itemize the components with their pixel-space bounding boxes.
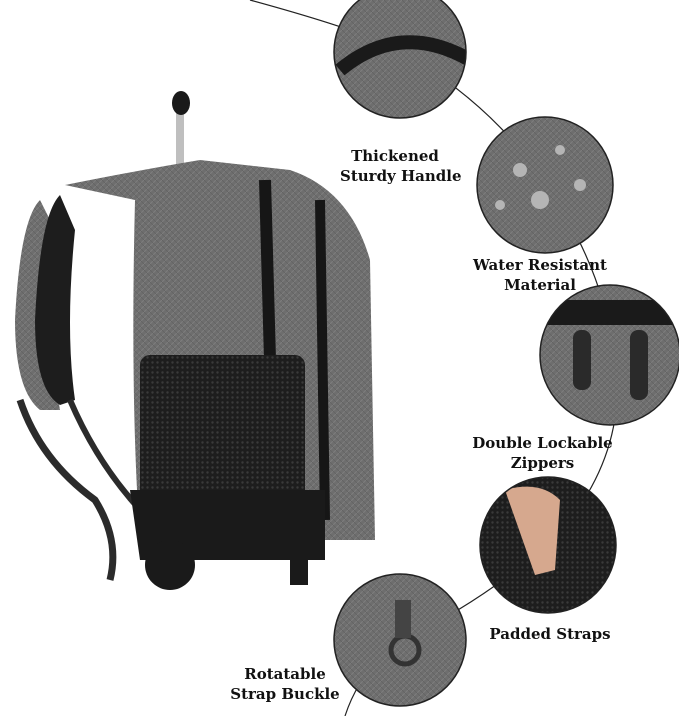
feature-label-zippers: Double Lockable Zippers xyxy=(460,433,625,473)
feature-label-handle: Thickened Sturdy Handle xyxy=(340,146,462,186)
water-droplets-closeup-icon xyxy=(476,116,614,254)
zipper-closeup-icon xyxy=(539,284,679,426)
handle-closeup-icon xyxy=(333,0,467,119)
label-line: Double Lockable xyxy=(472,434,613,452)
label-line: Sturdy Handle xyxy=(340,167,462,185)
label-line: Strap Buckle xyxy=(230,685,340,703)
buckle-closeup-icon xyxy=(333,573,467,707)
label-line: Padded Straps xyxy=(489,625,611,643)
label-line: Water Resistant xyxy=(473,256,607,274)
feature-label-water: Water Resistant Material xyxy=(450,255,630,295)
backpack-photo xyxy=(15,91,375,590)
label-line: Thickened xyxy=(351,147,439,165)
label-line: Material xyxy=(504,276,576,294)
padded-strap-closeup-icon xyxy=(479,476,617,614)
label-line: Zippers xyxy=(510,454,575,472)
feature-label-straps: Padded Straps xyxy=(480,624,620,644)
feature-label-buckle: Rotatable Strap Buckle xyxy=(225,664,345,704)
label-line: Rotatable xyxy=(244,665,326,683)
